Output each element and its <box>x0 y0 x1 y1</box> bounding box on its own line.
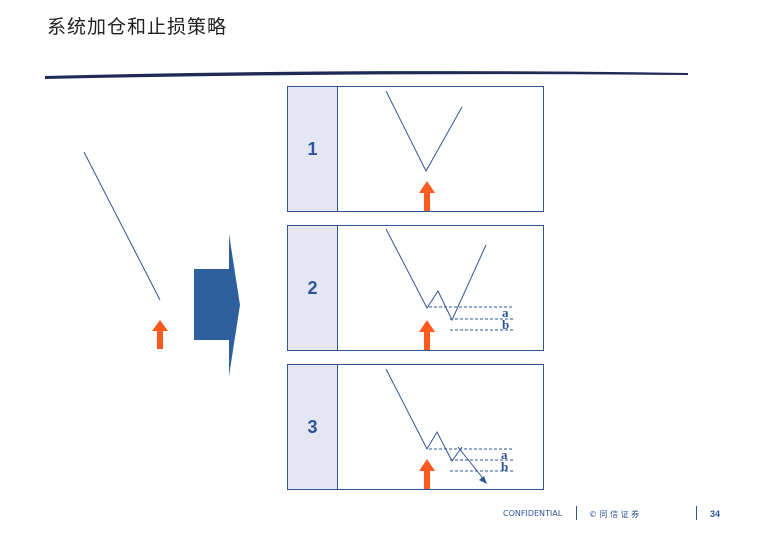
footer-divider <box>696 506 697 520</box>
level-b-label: b <box>501 459 508 474</box>
panel-chart: a b <box>385 228 514 350</box>
panel-number: 3 <box>288 365 338 489</box>
scenario-panel-1: 1 <box>287 86 544 212</box>
footer-divider <box>576 506 577 520</box>
scenario-panel-2: 2 a b <box>287 225 544 351</box>
page-number: 34 <box>710 509 721 519</box>
panel-number: 1 <box>288 87 338 211</box>
page-title: 系统加仓和止损策略 <box>47 16 228 38</box>
panel-chart <box>385 90 463 211</box>
buy-arrow-icon <box>419 181 435 211</box>
stop-loss-path <box>457 446 486 482</box>
panel-number: 2 <box>288 226 338 350</box>
buy-arrow-icon <box>152 320 168 349</box>
block-arrow-icon <box>194 234 240 376</box>
level-a-label: a <box>502 305 509 320</box>
scenario-panel-3: 3 a b <box>287 364 544 490</box>
stop-loss-price-line <box>385 368 463 462</box>
copyright-label: © 同 信 证 券 <box>589 510 640 519</box>
buy-arrow-icon <box>419 459 435 489</box>
stop-loss-arrowhead <box>479 476 487 484</box>
intro-diagram <box>83 151 240 376</box>
w-price-line <box>385 228 487 322</box>
buy-arrow-icon <box>419 320 435 350</box>
panel-chart: a b <box>385 368 514 489</box>
falling-trend-line <box>83 151 161 301</box>
level-a-label: a <box>501 447 508 462</box>
confidential-label: CONFIDENTIAL <box>503 509 563 518</box>
v-price-line <box>385 90 463 173</box>
level-b-label: b <box>502 317 509 332</box>
